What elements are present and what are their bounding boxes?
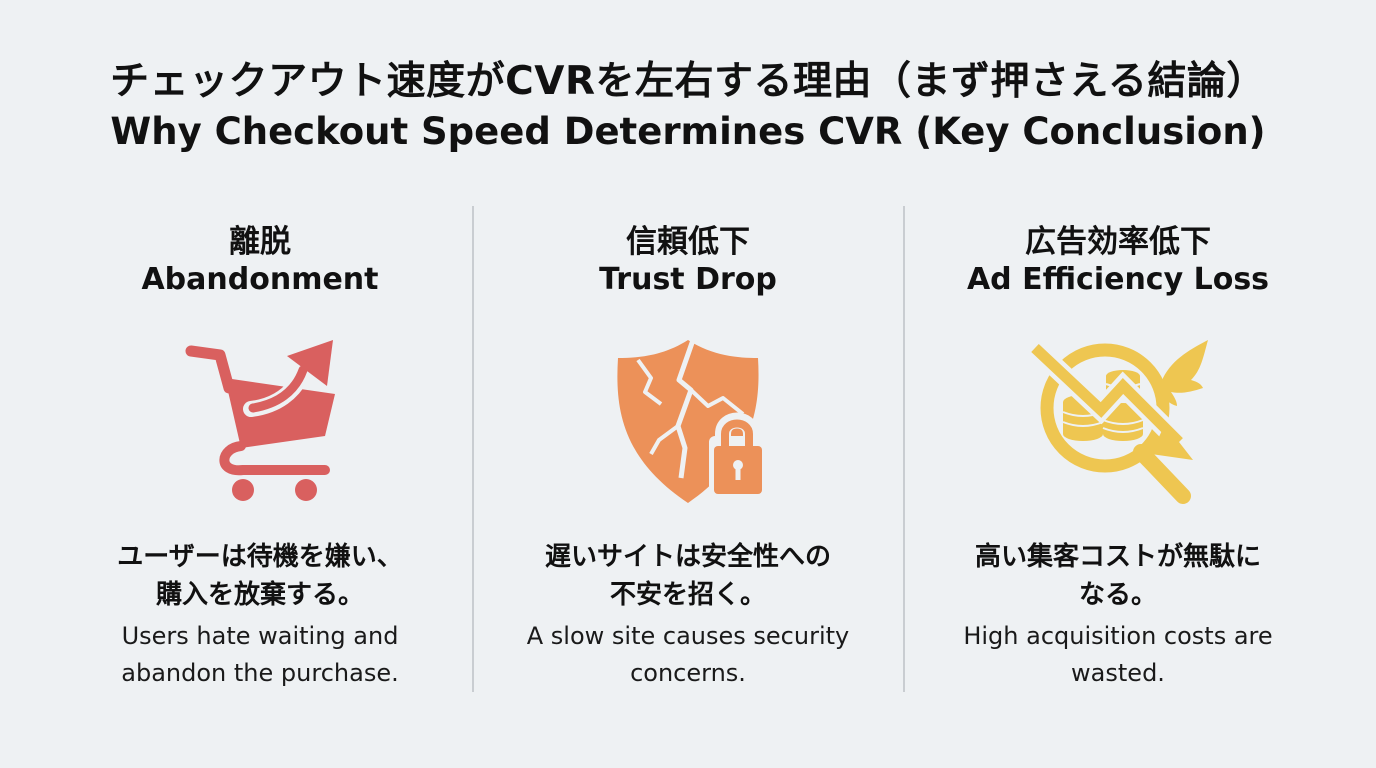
- desc-ja-line-1: 高い集客コストが無駄に: [974, 542, 1261, 572]
- column-heading-en: Trust Drop: [599, 262, 777, 297]
- desc-ja-line-1: ユーザーは待機を嫌い、: [117, 542, 403, 572]
- column-heading-ja: 広告効率低下: [1025, 224, 1211, 260]
- column-description-ja: 遅いサイトは安全性への 不安を招く。: [488, 538, 888, 614]
- cracked-shield-lock-icon: [593, 328, 783, 508]
- magnifier-coins-downtrend-wing-icon: [1023, 328, 1213, 508]
- column-description-en: High acquisition costs are wasted.: [918, 618, 1318, 692]
- column-heading-en: Ad Efficiency Loss: [966, 262, 1270, 297]
- desc-en-line-1: A slow site causes security: [526, 622, 850, 650]
- desc-en-line-1: Users hate waiting and: [121, 622, 399, 650]
- desc-ja-line-2: 購入を放棄する。: [155, 580, 364, 610]
- desc-ja-line-1: 遅いサイトは安全性への: [544, 542, 831, 572]
- column-divider-2: [903, 206, 905, 692]
- page-title-english: Why Checkout Speed Determines CVR (Key C…: [110, 110, 1266, 153]
- column-description-en: A slow site causes security concerns.: [488, 618, 888, 692]
- column-description-ja: 高い集客コストが無駄に なる。: [918, 538, 1318, 614]
- desc-ja-line-2: 不安を招く。: [609, 580, 766, 610]
- desc-en-line-1: High acquisition costs are: [963, 622, 1273, 650]
- page-title-japanese: チェックアウト速度がCVRを左右する理由（まず押さえる結論）: [110, 59, 1266, 104]
- column-divider-1: [472, 206, 474, 692]
- column-abandonment: 離脱 Abandonment ユーザーは待機を嫌い、 購入を放棄する。: [60, 206, 460, 696]
- shopping-cart-arrow-up-icon: [165, 328, 355, 508]
- column-heading-en: Abandonment: [141, 262, 379, 297]
- column-description-en: Users hate waiting and abandon the purch…: [60, 618, 460, 692]
- column-ad-efficiency-loss: 広告効率低下 Ad Efficiency Loss: [918, 206, 1318, 696]
- column-trust-drop: 信頼低下 Trust Drop 遅いサイトは安全性への 不: [488, 206, 888, 696]
- desc-ja-line-2: なる。: [1078, 580, 1157, 610]
- column-heading-ja: 離脱: [229, 224, 291, 260]
- column-description-ja: ユーザーは待機を嫌い、 購入を放棄する。: [60, 538, 460, 614]
- column-heading-ja: 信頼低下: [626, 224, 750, 260]
- desc-en-line-2: abandon the purchase.: [121, 659, 399, 687]
- desc-en-line-2: wasted.: [1071, 659, 1165, 687]
- desc-en-line-2: concerns.: [630, 659, 746, 687]
